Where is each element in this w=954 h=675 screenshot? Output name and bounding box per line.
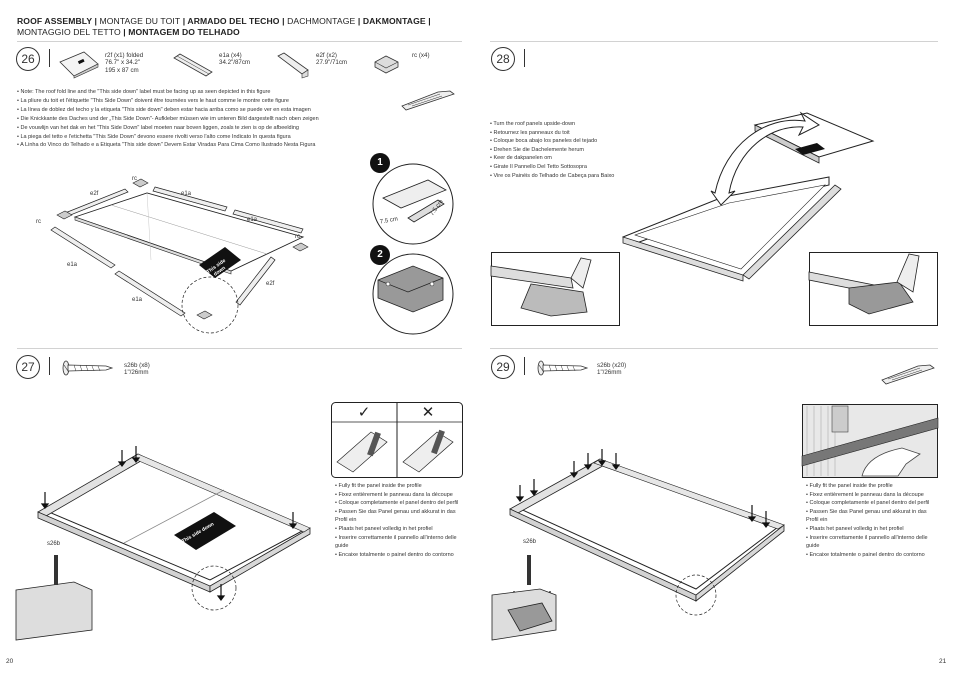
header-segment: |: [92, 16, 100, 26]
note-item: Fixez entièrement le panneau dans la déc…: [806, 491, 938, 500]
section-header: ROOF ASSEMBLY | MONTAGE DU TOIT | ARMADO…: [17, 16, 477, 38]
note-item: De vouwlijn van het dak en het "This Sid…: [17, 124, 397, 133]
note-item: Plaats het paneel volledig in het profie…: [806, 525, 938, 534]
note-item: Girate Il Pannello Del Tetto Sottosopra: [490, 163, 670, 172]
label-e2f: e2f: [90, 191, 99, 197]
part-e1a: e1a (x4) 34.2"/87cm: [219, 52, 251, 67]
note-item: A Linha do Vinco do Telhado e a Etiqueta…: [17, 141, 397, 150]
divider: [490, 41, 938, 42]
note-item: Turn the roof panels upside-down: [490, 120, 670, 129]
page-number-right: 21: [939, 658, 947, 665]
step-number-27: 27: [16, 355, 40, 379]
note-item: Coloque boca abajo los paneles del tejad…: [490, 137, 670, 146]
header-segment: MONTAGGIO DEL TETTO: [17, 27, 121, 37]
profile-e2f-icon: [277, 52, 309, 79]
step-number-26: 26: [16, 47, 40, 71]
part-e2f: e2f (x2) 27.9"/71cm: [316, 52, 348, 67]
corner-detail-right: [808, 252, 938, 326]
label-e1a: e1a: [132, 297, 143, 303]
note-item: La pliure du toit et l'étiquette "This S…: [17, 97, 397, 106]
screw-label: s26b: [523, 539, 537, 545]
note-item: Keer de dakpanelen om: [490, 154, 670, 163]
divider: [17, 41, 462, 42]
label-rc: rc: [132, 176, 137, 182]
corner-rc-icon: [374, 55, 399, 74]
note-item: Inserire correttamente il pannello all'i…: [335, 534, 460, 551]
header-segment: ROOF ASSEMBLY: [17, 16, 92, 26]
header-segment: |: [355, 16, 363, 26]
step-number-28: 28: [491, 47, 515, 71]
header-segment: |: [425, 16, 431, 26]
note-item: La piega del tetto e l'etichetta "This S…: [17, 133, 397, 142]
part-r2f: r2f (x1) folded 76.7" x 34.2" 195 x 87 c…: [105, 52, 144, 74]
part-s26b: s26b (x8) 1"/26mm: [124, 362, 150, 377]
roof-exploded-diagram: [50, 178, 309, 334]
divider: [490, 348, 938, 349]
divider: [524, 357, 525, 375]
detail-number-1: 1: [377, 157, 383, 168]
label-e1a: e1a: [247, 217, 258, 223]
note-item: Note: The roof fold line and the "This s…: [17, 88, 397, 97]
note-item: Fully fit the panel inside the profile: [335, 482, 460, 491]
page-number-left: 20: [6, 658, 14, 665]
note-item: Coloque completamente el panel dentro de…: [335, 499, 460, 508]
divider: [524, 49, 525, 67]
screw-icon: [537, 360, 589, 376]
header-segment: |: [120, 27, 129, 37]
header-segment: DACHMONTAGE: [287, 16, 356, 26]
step-28-notes: Turn the roof panels upside-downRetourne…: [490, 120, 670, 180]
part-rc: rc (x4): [412, 52, 430, 59]
step-26-notes: Note: The roof fold line and the "This s…: [17, 88, 397, 150]
label-e1a: e1a: [181, 191, 192, 197]
note-item: Passen Sie das Panel genau und akkurat i…: [335, 508, 460, 525]
note-item: Coloque completamente el panel dentro de…: [806, 499, 938, 508]
hand-tool-icon: [881, 364, 935, 385]
profile-e1a-icon: [173, 53, 213, 77]
step-27-notes: Fully fit the panel inside the profileFi…: [335, 482, 460, 559]
screw-label: s26b: [47, 541, 61, 547]
label-rc: rc: [36, 219, 41, 225]
label-rc: rc: [295, 234, 300, 240]
note-item: Plaats het paneel volledig in het profie…: [335, 525, 460, 534]
folded-roof-panel-icon: [59, 51, 99, 79]
step-29-notes: Fully fit the panel inside the profileFi…: [806, 482, 938, 559]
header-segment: ARMADO DEL TECHO: [187, 16, 280, 26]
header-segment: MONTAGE DU TOIT: [99, 16, 181, 26]
check-icon: ✓: [357, 404, 371, 421]
corner-detail-circles: [370, 153, 454, 335]
header-segment: DAKMONTAGE: [362, 16, 426, 26]
header-segment: MONTAGEM DO TELHADO: [128, 27, 240, 37]
note-item: Inserire correttamente il pannello all'i…: [806, 534, 938, 551]
note-item: Retournez les panneaux du toit: [490, 129, 670, 138]
divider: [17, 348, 462, 349]
corner-detail-left: [490, 252, 620, 326]
screw-icon: [62, 360, 114, 376]
divider: [49, 49, 50, 67]
roof-frame-screw-diagram: [15, 446, 311, 641]
cross-icon: ✕: [421, 404, 435, 421]
part-s26b: s26b (x20) 1"/26mm: [597, 362, 627, 377]
note-item: Passen Sie das Panel genau und akkurat i…: [806, 508, 938, 525]
note-item: Vire os Painéis do Telhado de Cabeça par…: [490, 172, 670, 181]
header-segment: |: [279, 16, 288, 26]
note-item: La línea de doblez del techo y la etique…: [17, 106, 397, 115]
note-item: Encaixe totalmente o painel dentro do co…: [335, 551, 460, 560]
note-item: Drehen Sie die Dachelemente herum: [490, 146, 670, 155]
divider: [49, 357, 50, 375]
panel-insert-photo: [801, 404, 939, 478]
note-item: Fixez entièrement le panneau dans la déc…: [335, 491, 460, 500]
label-e1a: e1a: [67, 262, 78, 268]
label-e2f: e2f: [266, 281, 275, 287]
hand-tool-icon: [401, 90, 455, 111]
roof-frame-screw-diagram: [491, 449, 785, 641]
header-segment: |: [180, 16, 188, 26]
step-number-29: 29: [491, 355, 515, 379]
correct-incorrect-box: [331, 402, 463, 478]
note-item: Fully fit the panel inside the profile: [806, 482, 938, 491]
note-item: Encaixe totalmente o painel dentro do co…: [806, 551, 938, 560]
turn-roof-diagram: [622, 111, 875, 282]
detail-number-2: 2: [377, 249, 383, 260]
note-item: Die Knickkante des Daches und der „This …: [17, 115, 397, 124]
